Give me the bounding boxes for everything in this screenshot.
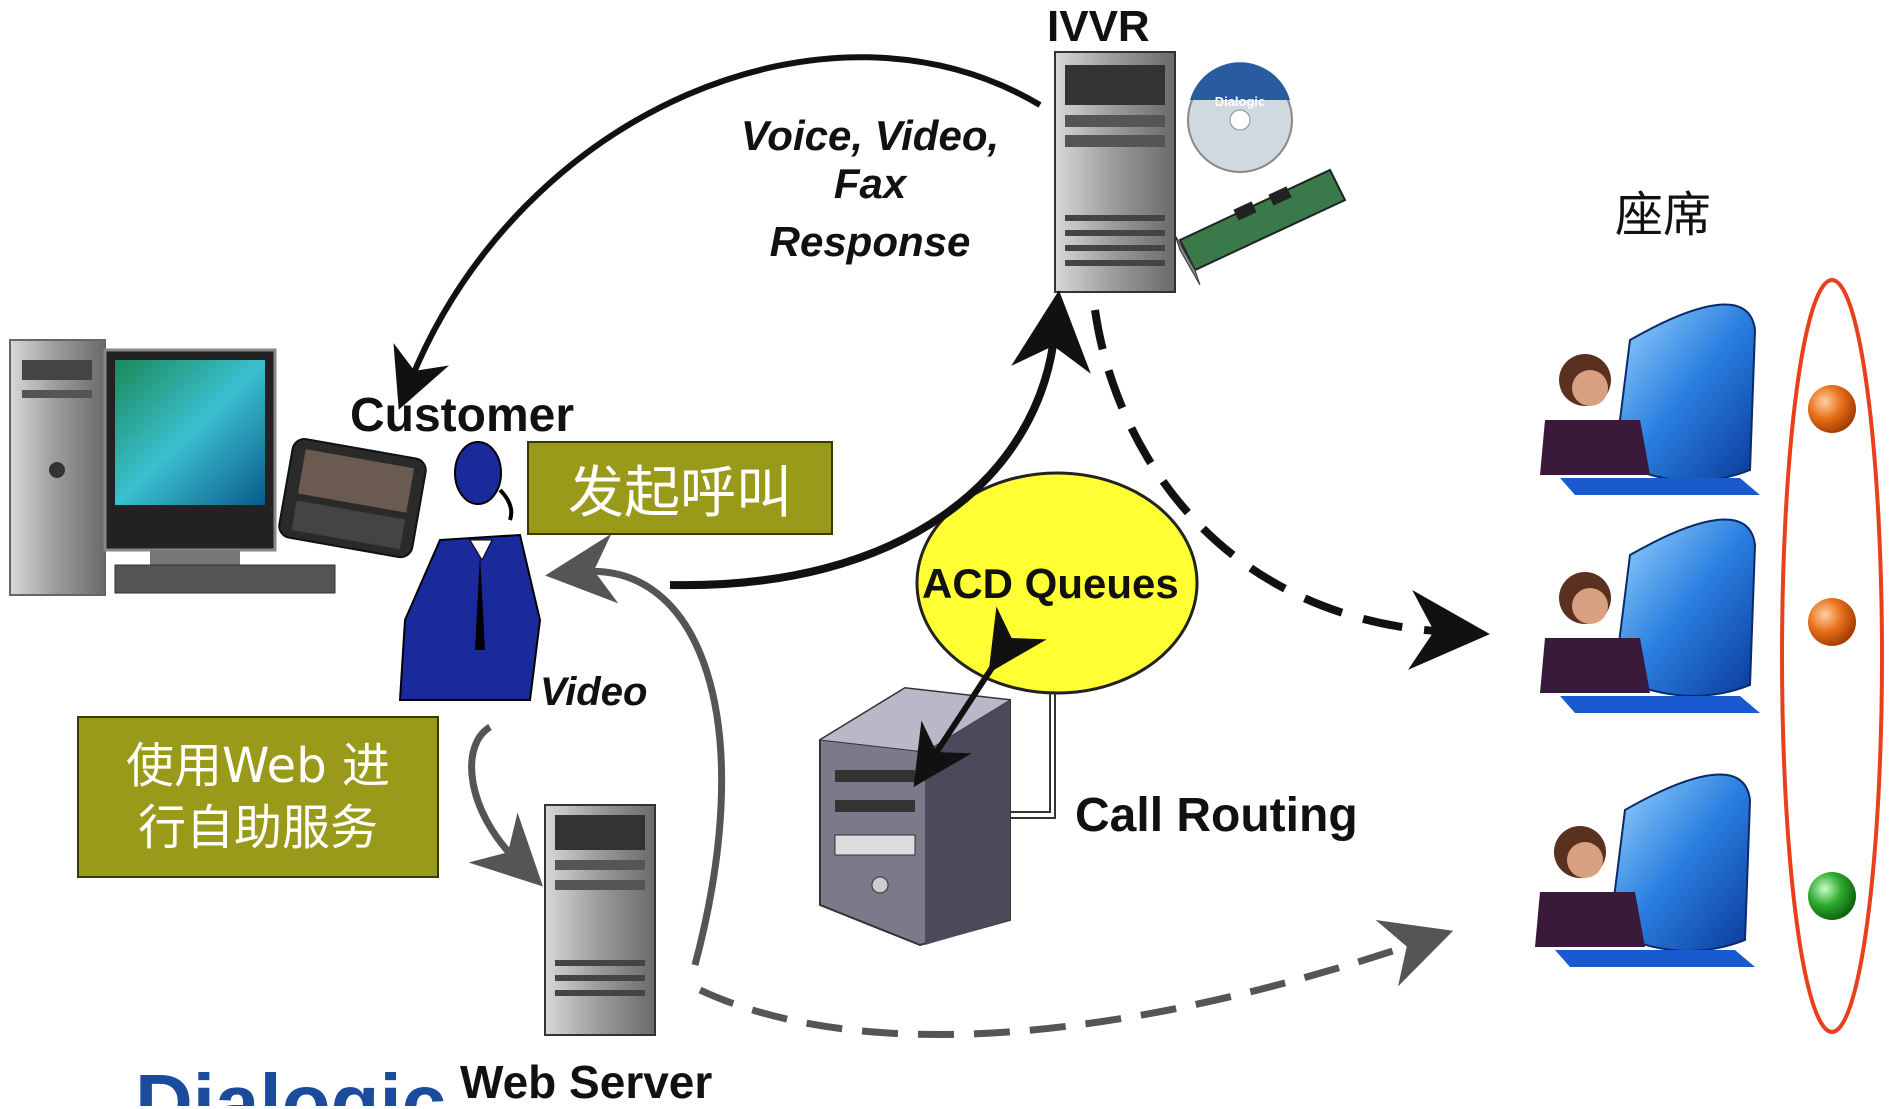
call-routing-label: Call Routing [1075, 789, 1358, 842]
agents-label: 座席 [1615, 187, 1712, 243]
acd-routing-bidirectional-arrow [913, 606, 1047, 788]
web-server-icon [544, 804, 656, 1036]
agent-station-3 [1535, 773, 1755, 967]
agent-status-ring [1780, 278, 1884, 1034]
routing-connector-line [1010, 693, 1056, 819]
ivvr-to-customer-arrow [393, 54, 1042, 410]
agent-station-1 [1540, 303, 1760, 495]
customer-to-ivvr-arrow [669, 290, 1091, 590]
status-indicator-available [1808, 872, 1856, 920]
customer-figure-icon [398, 441, 542, 701]
response-line-3: Response [769, 218, 971, 265]
response-line-2: Fax [833, 160, 907, 207]
customer-to-web-server-arrow [468, 724, 543, 887]
dialogic-logo: Dialogic [135, 1058, 446, 1106]
customer-label: Customer [350, 389, 575, 442]
initiate-call-box: 发起呼叫 [527, 441, 833, 535]
status-indicator-busy-1 [1808, 385, 1856, 433]
telephony-board-icon [1174, 168, 1347, 286]
call-routing-server-icon [818, 686, 1012, 947]
smartphone-icon [278, 438, 427, 559]
agent-station-2 [1540, 518, 1760, 713]
self-service-line-1: 使用Web 进 [126, 738, 390, 794]
ivvr-server-icon [1054, 51, 1176, 293]
response-label: Voice, Video, Fax Response [720, 112, 1020, 266]
dialogic-cd-icon: Dialogic [1187, 62, 1293, 173]
self-service-line-2: 行自助服务 [137, 800, 378, 856]
card-brand-label: Dialogic [1215, 94, 1266, 109]
web-to-agents-dashed-arrow [698, 920, 1454, 1039]
web-server-label: Web Server [460, 1056, 713, 1108]
ivvr-label: IVVR [1047, 2, 1150, 51]
desktop-computer-icon [9, 339, 336, 596]
status-indicator-busy-2 [1808, 598, 1856, 646]
video-label: Video [540, 670, 648, 714]
acd-queues-label: ACD Queues [922, 560, 1179, 607]
video-to-customer-arrow [545, 533, 726, 966]
self-service-box: 使用Web 进 行自助服务 [77, 716, 439, 878]
response-line-1: Voice, Video, [740, 112, 1000, 159]
